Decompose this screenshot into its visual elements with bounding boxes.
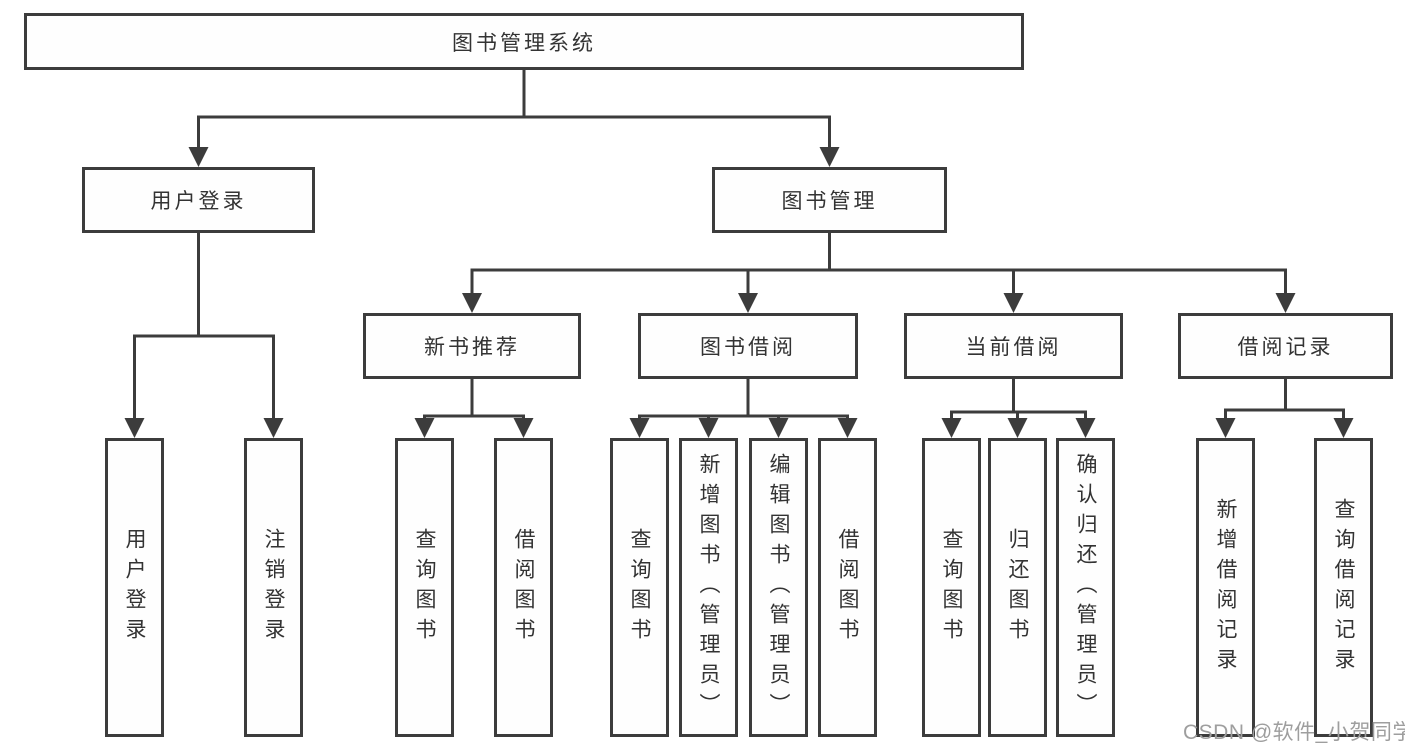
leaf-confirm-return-admin: 确认归还（管理员）: [1056, 438, 1115, 737]
leaf-query-books-3: 查询图书: [922, 438, 981, 737]
watermark: CSDN @软件_小贺同学: [1183, 721, 1405, 744]
arrow-down-icon: [263, 418, 284, 438]
node-user-login: 用户登录: [82, 167, 315, 233]
node-label: 新书推荐: [424, 336, 520, 359]
arrowheads: [124, 147, 1354, 438]
node-label: 图书借阅: [700, 336, 796, 359]
arrow-down-icon: [698, 418, 719, 438]
node-label: 用户登录: [150, 190, 247, 213]
node-label: 确认归还（管理员）: [1074, 452, 1097, 723]
node-label: 新增借阅记录: [1214, 497, 1237, 678]
node-label: 图书管理系统: [452, 31, 596, 55]
node-label: 当前借阅: [965, 336, 1062, 359]
connector-user-login-fan: [133, 334, 275, 422]
arrow-down-icon: [513, 418, 534, 438]
leaf-return-book: 归还图书: [988, 438, 1047, 737]
arrow-down-icon: [941, 418, 962, 438]
node-label: 借阅记录: [1237, 336, 1334, 359]
arrow-down-icon: [1007, 418, 1028, 438]
leaf-query-borrow-record: 查询借阅记录: [1314, 438, 1373, 737]
arrow-down-icon: [414, 418, 435, 438]
connector-book-borrowing-fan: [638, 414, 849, 424]
arrow-down-icon: [738, 293, 758, 313]
node-book-management-system: 图书管理系统: [24, 13, 1024, 70]
node-borrowing-records: 借阅记录: [1178, 313, 1393, 379]
node-current-borrowing: 当前借阅: [904, 313, 1123, 379]
leaf-add-borrow-record: 新增借阅记录: [1196, 438, 1255, 737]
arrow-down-icon: [819, 147, 840, 167]
leaf-query-books-1: 查询图书: [395, 438, 454, 737]
arrow-down-icon: [1075, 418, 1096, 438]
arrow-down-icon: [1333, 418, 1354, 438]
connector-new-book-fan: [423, 414, 525, 424]
leaf-add-book-admin: 新增图书（管理员）: [679, 438, 738, 737]
node-label: 借阅图书: [836, 527, 859, 648]
node-label: 查询图书: [413, 527, 436, 648]
node-label: 归还图书: [1006, 527, 1029, 648]
node-label: 编辑图书（管理员）: [767, 452, 790, 723]
node-label: 用户登录: [123, 527, 146, 648]
node-book-management: 图书管理: [712, 167, 947, 233]
arrow-down-icon: [768, 418, 789, 438]
connector-borrowing-records-fan: [1224, 408, 1345, 424]
node-label: 查询借阅记录: [1332, 497, 1355, 678]
leaf-query-books-2: 查询图书: [610, 438, 669, 737]
node-label: 新增图书（管理员）: [697, 452, 720, 723]
arrow-down-icon: [462, 293, 482, 313]
arrow-down-icon: [1275, 293, 1296, 313]
node-label: 图书管理: [781, 190, 878, 213]
leaf-logout: 注销登录: [244, 438, 303, 737]
arrow-down-icon: [1215, 418, 1236, 438]
arrow-down-icon: [629, 418, 650, 438]
leaf-user-login: 用户登录: [105, 438, 164, 737]
leaf-edit-book-admin: 编辑图书（管理员）: [749, 438, 808, 737]
arrow-down-icon: [188, 147, 209, 167]
node-book-borrowing: 图书借阅: [638, 313, 858, 379]
arrow-down-icon: [1003, 293, 1024, 313]
node-new-book-recommend: 新书推荐: [363, 313, 581, 379]
connector-root-fan: [197, 115, 831, 150]
node-label: 借阅图书: [512, 527, 535, 648]
leaf-borrow-books-1: 借阅图书: [494, 438, 553, 737]
connector-book-management-fan: [470, 268, 1287, 296]
leaf-borrow-books-2: 借阅图书: [818, 438, 877, 737]
node-label: 注销登录: [262, 527, 285, 648]
arrow-down-icon: [124, 418, 145, 438]
node-label: 查询图书: [940, 527, 963, 648]
arrow-down-icon: [837, 418, 858, 438]
node-label: 查询图书: [628, 527, 651, 648]
